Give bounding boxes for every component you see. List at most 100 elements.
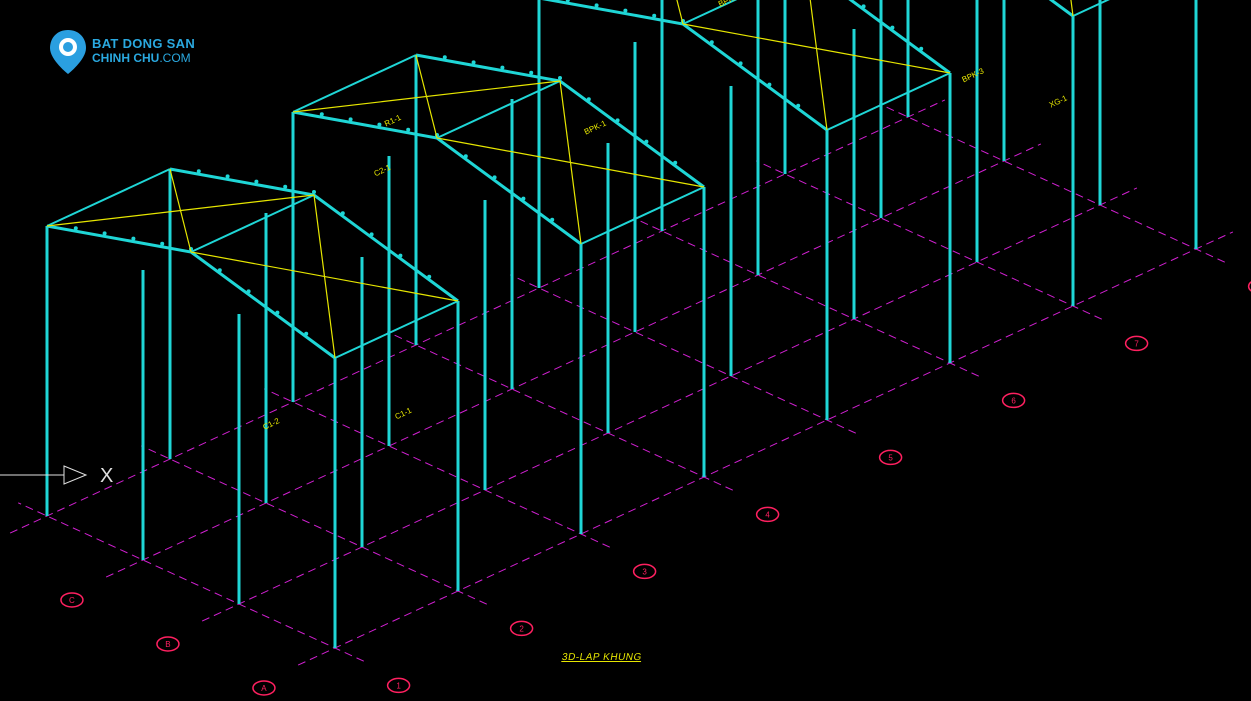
brace-x (292, 80, 561, 113)
axis-bubble-1 (386, 677, 411, 694)
purlin-cleat (275, 310, 280, 315)
axis-bubble-6 (1001, 392, 1026, 409)
ucs-x-label: X (100, 465, 113, 487)
member-label: XG-1 (1048, 93, 1069, 109)
axis-bubble-7 (1124, 335, 1149, 352)
purlin-cleat (340, 211, 345, 216)
purlin-cleat (861, 4, 866, 9)
purlin-cleat (529, 70, 534, 75)
brace-x (809, 0, 828, 131)
logo-line-1: BAT DONG SAN (92, 36, 196, 51)
grid-line-row-A (297, 231, 1234, 666)
brand-logo[interactable]: BAT DONG SAN CHINH CHU.COM (48, 28, 208, 76)
logo-line-2b: .COM (159, 51, 191, 65)
purlin-cleat (565, 0, 570, 3)
axis-bubble-7-label: 7 (1134, 339, 1139, 348)
purlin-cleat (919, 46, 924, 51)
eave-beam (190, 194, 315, 253)
purlin-cleat (225, 174, 230, 179)
grid-line-row-D (9, 99, 946, 534)
purlin-cleat (377, 122, 382, 127)
axis-bubble-A (252, 680, 276, 696)
brace-x (436, 137, 705, 188)
axis-bubble-3-label: 3 (642, 567, 647, 576)
axis-bubble-1-label: 1 (396, 681, 401, 690)
brace-x (682, 23, 951, 74)
purlin-cleat (652, 13, 657, 18)
purlin-cleat (427, 274, 432, 279)
eave-beam (46, 168, 171, 227)
brace-x (46, 194, 315, 227)
purlin-cleat (254, 179, 259, 184)
purlin-cleat (319, 112, 324, 117)
member-label: C1-1 (394, 406, 414, 422)
purlin-cleat (673, 160, 678, 165)
purlin-cleat (406, 127, 411, 132)
axis-bubble-3 (632, 563, 657, 580)
axis-bubble-2 (509, 620, 534, 637)
eave-beam (1072, 0, 1110, 17)
drawing-title: 3D-LAP KHUNG (561, 652, 643, 663)
eave-beam (682, 0, 738, 25)
grid-line-axis-4 (386, 331, 734, 491)
axis-bubble-5-label: 5 (888, 453, 893, 462)
grid-lines (9, 99, 1234, 666)
eave-beam (580, 186, 705, 245)
brace-x (190, 251, 459, 302)
map-pin-icon (50, 30, 86, 74)
eave-beam (436, 80, 561, 139)
axis-bubble-A-label: A (261, 684, 267, 693)
ucs-icon: X (0, 465, 113, 487)
grid-line-axis-1 (17, 502, 365, 662)
purlin-cleat (471, 60, 476, 65)
purlin-cleat (738, 61, 743, 66)
purlin-cleat (369, 232, 374, 237)
logo-line-2a: CHINH CHU (92, 51, 160, 65)
purlin-cleat (521, 196, 526, 201)
grid-line-row-B (201, 187, 1138, 622)
purlin-cleat (558, 76, 562, 80)
axis-bubble-2-label: 2 (519, 624, 524, 633)
purlin-cleat (796, 103, 801, 108)
purlin-cleat (348, 117, 353, 122)
axis-bubble-B-label: B (165, 640, 170, 649)
purlin-cleat (500, 65, 505, 70)
axis-bubble-8 (1247, 281, 1251, 292)
eave-beam (292, 54, 417, 113)
purlin-cleat (217, 268, 222, 273)
logo-line-2: CHINH CHU.COM (92, 51, 191, 65)
axis-bubble-5 (878, 449, 903, 466)
purlin-cleat (492, 175, 497, 180)
grid-line-axis-3 (263, 388, 611, 548)
steel-frames (45, 0, 1198, 648)
purlin-cleat (442, 55, 447, 60)
grid-line-axis-5 (509, 274, 857, 434)
purlin-cleat (246, 289, 251, 294)
eave-beam (334, 300, 459, 359)
axis-bubble-6-label: 6 (1011, 396, 1016, 405)
eave-beam (826, 72, 951, 131)
member-label: C1-2 (261, 416, 281, 432)
purlin-cleat (304, 331, 309, 336)
grid-line-axis-6 (632, 217, 980, 377)
member-label: BPK-3 (961, 66, 986, 84)
axis-bubbles: DCBA12345678 (60, 281, 1251, 696)
axis-bubble-4 (755, 506, 780, 523)
purlin-cleat (73, 226, 78, 231)
purlin-cleat (586, 97, 591, 102)
purlin-cleat (131, 236, 136, 241)
grid-line-axis-7 (755, 160, 1103, 320)
member-label: BPK-2 (717, 0, 742, 9)
purlin-cleat (890, 25, 895, 30)
purlin-cleat (160, 241, 165, 246)
grid-line-axis-2 (140, 445, 488, 605)
purlin-cleat (594, 3, 599, 8)
member-label: BPK-1 (583, 118, 608, 136)
rafter (1048, 0, 1074, 18)
purlin-cleat (398, 253, 403, 258)
purlin-cleat (709, 40, 714, 45)
purlin-cleat (196, 169, 201, 174)
grid-line-axis-8 (878, 103, 1226, 263)
purlin-cleat (102, 231, 107, 236)
